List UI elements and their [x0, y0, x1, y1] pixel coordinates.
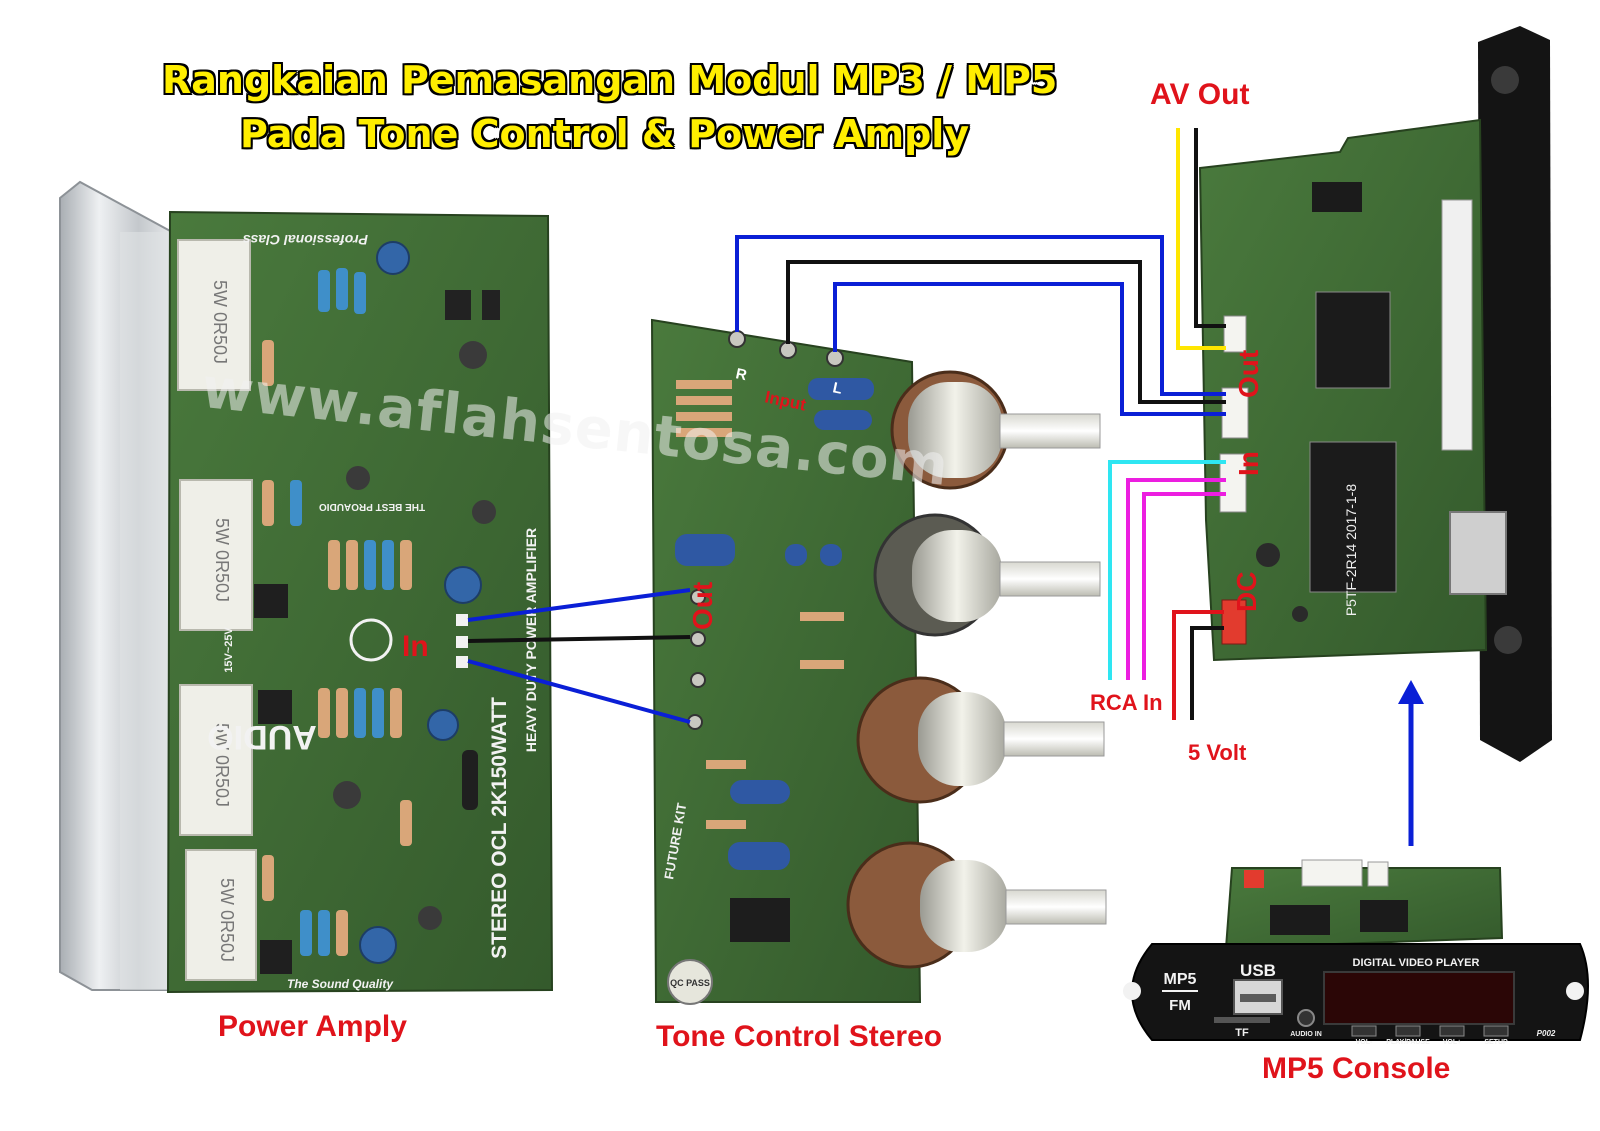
mp3-out-label: Out	[1233, 350, 1264, 398]
amp-in-label: In	[402, 630, 429, 663]
mp5-btn-vol-down: VOL-	[1356, 1039, 1373, 1046]
power-amp-caption: Power Amply	[218, 1010, 407, 1043]
wire-av-out-black	[1194, 128, 1226, 328]
mp3-connectors	[1219, 315, 1249, 645]
svg-text:5W 0R50J: 5W 0R50J	[212, 518, 232, 602]
wire-tone-input-gnd	[786, 260, 1226, 404]
wire-av-out-yellow	[1176, 128, 1226, 350]
resistor-array	[262, 268, 412, 956]
tone-control-board: FUTURE KIT QC PASS	[650, 318, 1107, 1005]
console-to-module-arrow	[1398, 680, 1424, 846]
wire-rca-in-magenta	[1126, 478, 1226, 680]
pot-treble	[846, 841, 1107, 969]
svg-text:5W 0R50J: 5W 0R50J	[217, 878, 237, 962]
qc-badge-text: QC PASS	[670, 978, 710, 988]
mp3-in-label: In	[1233, 451, 1264, 476]
tone-input-r-label: R	[734, 365, 748, 384]
wire-tone-input-r	[735, 235, 1226, 396]
mp5-tf-text: TF	[1235, 1027, 1249, 1039]
amp-model-text: STEREO OCL 2K150WATT	[488, 697, 511, 959]
amp-logo-circle	[349, 618, 393, 662]
mp3-module: P5TF-2R14 2017-1-8	[1198, 26, 1552, 762]
mp5-console: MP5 FM USB TF AUDIO IN DIGITAL VIDEO PLA…	[1123, 859, 1589, 1046]
diagram-title-line2: Pada Tone Control & Power Amply	[240, 112, 970, 156]
svg-text:5W 0R50J: 5W 0R50J	[212, 723, 232, 807]
mp3-silkscreen-text: P5TF-2R14 2017-1-8	[1343, 484, 1359, 617]
power-amp-silkscreen: Professional Class HEAVY DUTY POWER AMPL…	[207, 232, 539, 991]
mp3-usb-port	[1449, 511, 1507, 595]
svg-text:5W 0R50J: 5W 0R50J	[210, 280, 230, 364]
power-amp-board: 5W 0R50J 5W 0R50J 5W 0R50J 5W 0R50J	[59, 180, 554, 994]
wire-dc-red	[1172, 610, 1224, 720]
mp5-audio-in-text: AUDIO IN	[1290, 1031, 1322, 1038]
mp3-memory-chip	[1309, 441, 1397, 593]
wire-rca-in-cyan	[1108, 460, 1226, 680]
pot-balance	[873, 513, 1101, 637]
capacitors	[254, 241, 500, 974]
mp5-btn-play-pause: PLAY/PAUSE	[1386, 1039, 1430, 1046]
amp-motto-text: The Sound Quality	[287, 977, 394, 991]
wire-amp-r-to-tone-out-r	[467, 588, 691, 622]
mp3-pcb	[1198, 118, 1488, 662]
tone-output-pads	[687, 589, 706, 730]
mp5-usb-text: USB	[1240, 961, 1276, 980]
tone-control-pcb	[650, 318, 922, 1003]
tone-control-caption: Tone Control Stereo	[656, 1020, 943, 1053]
mp5-fm-text: FM	[1169, 997, 1191, 1014]
tone-out-label: Out	[687, 582, 718, 630]
amp-brand-text: Professional Class	[243, 232, 368, 248]
mp3-dc-label: DC	[1231, 572, 1262, 612]
amp-supply-text: 15V~25V	[223, 627, 235, 673]
power-amp-pcb	[166, 210, 554, 994]
wire-dc-black	[1190, 626, 1224, 720]
mp5-console-caption: MP5 Console	[1262, 1052, 1451, 1085]
mp5-display-title: DIGITAL VIDEO PLAYER	[1353, 957, 1480, 969]
five-volt-label: 5 Volt	[1188, 740, 1247, 765]
mp5-buttons	[1351, 1025, 1509, 1037]
tone-components	[667, 378, 874, 1005]
amp-input-terminals	[456, 614, 468, 668]
rca-in-label: RCA In	[1090, 690, 1163, 715]
pot-bass	[856, 676, 1105, 804]
mp5-tf-slot	[1214, 1017, 1270, 1023]
mp5-btn-vol-up: VOL+	[1443, 1039, 1461, 1046]
pot-volume	[890, 370, 1101, 490]
mp5-model-text: P002	[1537, 1029, 1556, 1038]
amp-logo-text: AUDIO	[207, 718, 317, 756]
wire-amp-l-to-tone-out-l	[467, 659, 691, 724]
mp3-ribbon-connector	[1441, 199, 1473, 451]
wire-tone-input-l	[833, 282, 1226, 416]
mp5-audio-jack	[1297, 1009, 1315, 1027]
mp5-logo-text: MP5	[1164, 971, 1197, 988]
amp-tag-text: THE BEST PROAUDIO	[319, 501, 425, 512]
wires	[467, 128, 1226, 724]
diagram-title-line1: Rangkaian Pemasangan Modul MP3 / MP5	[162, 58, 1058, 102]
mp3-main-chip	[1315, 291, 1391, 389]
wire-amp-gnd-to-tone-out	[467, 635, 691, 643]
mp5-display	[1323, 971, 1515, 1025]
tone-input-l-label: L	[831, 379, 844, 398]
potentiometers	[846, 370, 1107, 969]
wire-rca-in-magenta-2	[1142, 492, 1226, 680]
power-resistors	[177, 239, 257, 981]
av-out-label: AV Out	[1150, 78, 1250, 111]
mp5-btn-setup: SETUP	[1484, 1039, 1508, 1046]
